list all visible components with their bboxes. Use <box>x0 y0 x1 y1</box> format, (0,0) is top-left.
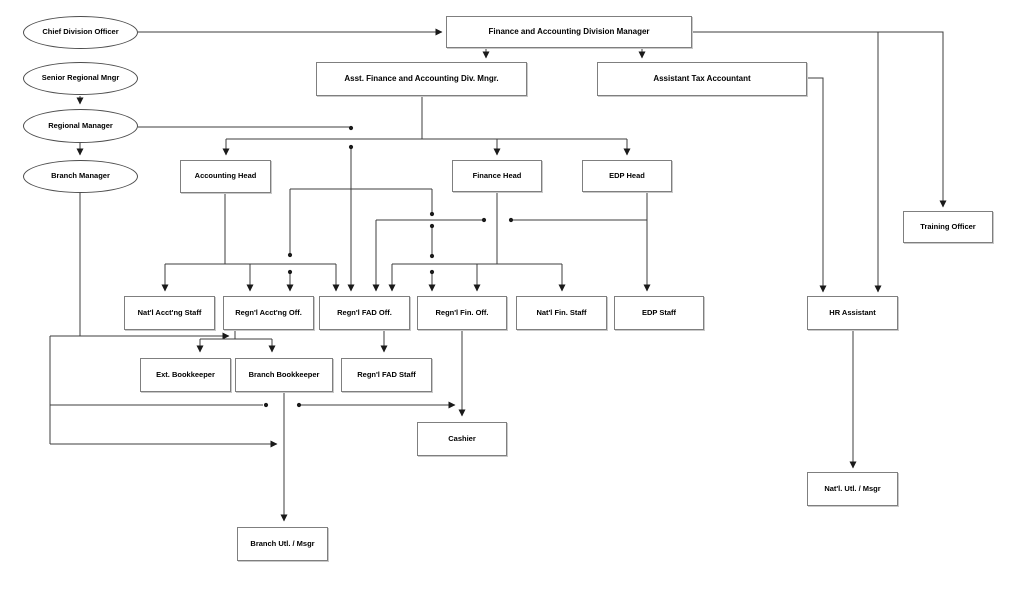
junction-dot <box>263 402 269 408</box>
org-node-regional-manager: Regional Manager <box>23 109 138 143</box>
junction-dot <box>296 402 302 408</box>
org-node-label: Branch Utl. / Msgr <box>250 538 315 548</box>
junction-dot <box>348 125 354 131</box>
org-node-natl-fin-staff: Nat'l Fin. Staff <box>516 296 607 330</box>
org-node-regnl-fin-off: Regn'l Fin. Off. <box>417 296 507 330</box>
org-node-assistant-tax-accountant: Assistant Tax Accountant <box>597 62 807 96</box>
org-node-label: EDP Staff <box>641 307 677 317</box>
org-node-branch-utl-msgr: Branch Utl. / Msgr <box>237 527 328 561</box>
org-node-label: Branch Manager <box>51 171 110 181</box>
edge-tax-to-hr <box>807 77 827 293</box>
org-node-label: Accounting Head <box>194 171 257 181</box>
org-node-label: Regional Manager <box>48 120 113 130</box>
org-node-label: Nat'l Fin. Staff <box>536 307 587 317</box>
org-node-label: Nat'l. Utl. / Msgr <box>824 483 881 493</box>
org-node-natl-acctng-staff: Nat'l Acct'ng Staff <box>124 296 215 330</box>
junction-dot <box>287 252 293 258</box>
org-node-label: Cashier <box>448 433 476 443</box>
junction-dot <box>429 253 435 259</box>
org-node-label: Regn'l Fin. Off. <box>435 307 489 317</box>
org-node-label: HR Assistant <box>829 307 876 317</box>
org-node-accounting-head: Accounting Head <box>180 160 271 193</box>
org-node-label: Ext. Bookkeeper <box>156 369 215 379</box>
org-node-label: Asst. Finance and Accounting Div. Mngr. <box>344 73 499 83</box>
org-node-label: Chief Division Officer <box>42 27 119 37</box>
org-node-fad-division-manager: Finance and Accounting Division Manager <box>446 16 692 48</box>
org-node-regnl-fad-off: Regn'l FAD Off. <box>319 296 410 330</box>
junction-dot <box>348 144 354 150</box>
junction-dot <box>429 223 435 229</box>
org-node-regnl-acctng-off: Regn'l Acct'ng Off. <box>223 296 314 330</box>
org-node-regnl-fad-staff: Regn'l FAD Staff <box>341 358 432 392</box>
org-node-label: Regn'l Acct'ng Off. <box>235 307 302 317</box>
junction-dot <box>481 217 487 223</box>
org-node-label: Senior Regional Mngr <box>41 73 120 83</box>
edge-fadm-to-training-officer <box>692 31 947 208</box>
org-node-ext-bookkeeper: Ext. Bookkeeper <box>140 358 231 392</box>
org-node-label: Finance Head <box>472 170 522 180</box>
org-node-branch-manager: Branch Manager <box>23 160 138 193</box>
org-node-label: EDP Head <box>609 170 645 180</box>
org-node-label: Training Officer <box>920 221 976 231</box>
org-node-label: Assistant Tax Accountant <box>653 73 751 83</box>
org-node-chief-division-officer: Chief Division Officer <box>23 16 138 49</box>
org-node-label: Regn'l FAD Off. <box>337 307 392 317</box>
org-node-finance-head: Finance Head <box>452 160 542 192</box>
junction-dot <box>508 217 514 223</box>
org-node-edp-head: EDP Head <box>582 160 672 192</box>
junction-dot <box>429 211 435 217</box>
org-node-hr-assistant: HR Assistant <box>807 296 898 330</box>
org-node-label: Branch Bookkeeper <box>248 369 320 379</box>
org-node-asst-fad-div-mngr: Asst. Finance and Accounting Div. Mngr. <box>316 62 527 96</box>
org-node-branch-bookkeeper: Branch Bookkeeper <box>235 358 333 392</box>
junction-dot <box>429 269 435 275</box>
org-node-natl-utl-msgr: Nat'l. Utl. / Msgr <box>807 472 898 506</box>
junction-dot <box>287 269 293 275</box>
org-node-senior-regional-mngr: Senior Regional Mngr <box>23 62 138 95</box>
org-node-edp-staff: EDP Staff <box>614 296 704 330</box>
org-node-training-officer: Training Officer <box>903 211 993 243</box>
org-node-label: Finance and Accounting Division Manager <box>488 26 650 36</box>
org-node-cashier: Cashier <box>417 422 507 456</box>
org-node-label: Regn'l FAD Staff <box>357 369 416 379</box>
org-node-label: Nat'l Acct'ng Staff <box>137 307 202 317</box>
